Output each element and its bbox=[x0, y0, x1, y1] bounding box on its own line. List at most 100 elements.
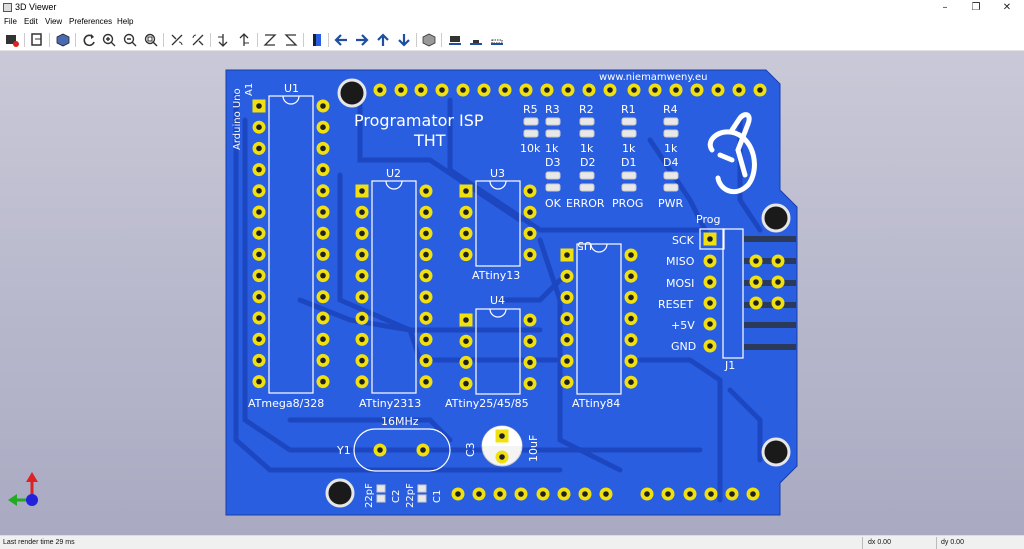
pad-hole bbox=[256, 336, 262, 343]
mounting-holes bbox=[325, 78, 791, 508]
c1-value: 22pF bbox=[405, 483, 416, 508]
pad-hole bbox=[423, 209, 429, 215]
pad-hole bbox=[256, 251, 262, 258]
pad-hole bbox=[423, 379, 429, 385]
cube-icon[interactable] bbox=[55, 32, 71, 48]
pad-hole bbox=[707, 279, 713, 285]
pad-hole bbox=[540, 491, 546, 497]
r5-label: R5 bbox=[523, 103, 538, 116]
pad-hole bbox=[628, 379, 634, 386]
pad-hole bbox=[256, 378, 262, 385]
pad-hole bbox=[320, 188, 326, 194]
reload-icon[interactable] bbox=[81, 32, 97, 48]
menu-bar: File Edit View Preferences Help bbox=[0, 16, 1024, 29]
menu-help[interactable]: Help bbox=[117, 17, 134, 26]
pad-hole bbox=[527, 338, 533, 345]
close-button[interactable]: ✕ bbox=[1002, 2, 1012, 13]
menu-preferences[interactable]: Preferences bbox=[69, 17, 113, 26]
pad-hole bbox=[628, 337, 634, 343]
rotate-y-ccw-icon[interactable] bbox=[236, 32, 252, 48]
3d-viewport[interactable]: www.niemamweny.eu Programator ISP THT Ar… bbox=[0, 51, 1024, 535]
pad-hole bbox=[476, 491, 482, 497]
pad-hole bbox=[564, 294, 570, 301]
pad-hole bbox=[423, 294, 429, 300]
pad-hole bbox=[320, 251, 326, 258]
pan-right-icon[interactable] bbox=[354, 32, 370, 48]
pad-hole bbox=[564, 337, 570, 343]
zoom-fit-icon[interactable] bbox=[143, 32, 159, 48]
pad-hole bbox=[359, 294, 365, 300]
pad-hole bbox=[753, 300, 759, 306]
pad-hole bbox=[586, 87, 592, 93]
show-tht-icon[interactable] bbox=[447, 32, 463, 48]
c2-value: 22pF bbox=[364, 483, 375, 508]
title-bar: 3D Viewer – ❐ ✕ bbox=[0, 0, 1024, 16]
d1-name: PROG bbox=[612, 197, 643, 210]
board-title-line1: Programator ISP bbox=[354, 111, 484, 130]
pad-hole bbox=[603, 491, 609, 497]
toolbar bbox=[0, 29, 1024, 51]
pad-hole bbox=[707, 258, 713, 264]
rotate-z-cw-icon[interactable] bbox=[262, 32, 278, 48]
pad-hole bbox=[729, 491, 735, 497]
d3-label: D3 bbox=[545, 156, 560, 169]
pan-up-icon[interactable] bbox=[375, 32, 391, 48]
pan-left-icon[interactable] bbox=[333, 32, 349, 48]
ortho-icon[interactable] bbox=[421, 32, 437, 48]
show-virtual-icon[interactable] bbox=[489, 32, 505, 48]
pad-hole bbox=[463, 230, 469, 237]
show-smd-icon[interactable] bbox=[468, 32, 484, 48]
u4-label: U4 bbox=[490, 294, 505, 307]
zoom-out-icon[interactable] bbox=[122, 32, 138, 48]
pad-hole bbox=[750, 491, 756, 497]
pad-hole bbox=[320, 103, 326, 109]
render-icon[interactable] bbox=[4, 32, 20, 48]
r1-value: 1k bbox=[622, 142, 636, 155]
pad-hole bbox=[707, 321, 713, 327]
pad-hole bbox=[320, 357, 326, 364]
pad-hole bbox=[665, 491, 671, 497]
pad-hole bbox=[564, 252, 570, 258]
copy-icon[interactable] bbox=[29, 32, 45, 48]
pad-hole bbox=[687, 491, 693, 497]
menu-edit[interactable]: Edit bbox=[24, 17, 38, 26]
pad-hole bbox=[256, 145, 262, 152]
rotate-z-ccw-icon[interactable] bbox=[283, 32, 299, 48]
pad-hole bbox=[320, 294, 326, 300]
u2-label: U2 bbox=[386, 167, 401, 180]
u5-label: U5 bbox=[577, 239, 592, 252]
d2-name: ERROR bbox=[566, 197, 605, 210]
reset-label: RESET bbox=[658, 298, 694, 311]
pad-hole bbox=[527, 317, 533, 323]
pad-hole bbox=[359, 230, 365, 237]
rotate-y-cw-icon[interactable] bbox=[215, 32, 231, 48]
pad-hole bbox=[359, 209, 365, 215]
pad-hole bbox=[463, 380, 469, 387]
flip-board-icon[interactable] bbox=[309, 32, 325, 48]
pad-hole bbox=[256, 188, 262, 194]
rotate-x-cw-icon[interactable] bbox=[169, 32, 185, 48]
maximize-button[interactable]: ❐ bbox=[971, 2, 981, 13]
pad-hole bbox=[418, 87, 424, 93]
pad-hole bbox=[497, 491, 503, 497]
pad-hole bbox=[320, 336, 326, 343]
u3-part-label: ATtiny13 bbox=[472, 269, 520, 282]
pad-hole bbox=[527, 359, 533, 366]
pad-hole bbox=[628, 315, 634, 322]
pad-hole bbox=[256, 230, 262, 236]
pan-down-icon[interactable] bbox=[396, 32, 412, 48]
minimize-button[interactable]: – bbox=[942, 2, 948, 13]
menu-file[interactable]: File bbox=[4, 17, 17, 26]
axis-gizmo bbox=[8, 472, 38, 506]
pad-hole bbox=[423, 273, 429, 279]
pad-hole bbox=[708, 491, 714, 497]
menu-view[interactable]: View bbox=[45, 17, 63, 26]
pad-hole bbox=[628, 273, 634, 280]
pad-hole bbox=[628, 358, 634, 364]
pad-hole bbox=[715, 87, 721, 93]
rotate-x-ccw-icon[interactable] bbox=[190, 32, 206, 48]
pad-hole bbox=[523, 87, 529, 93]
zoom-in-icon[interactable] bbox=[101, 32, 117, 48]
pad-hole bbox=[775, 279, 781, 285]
